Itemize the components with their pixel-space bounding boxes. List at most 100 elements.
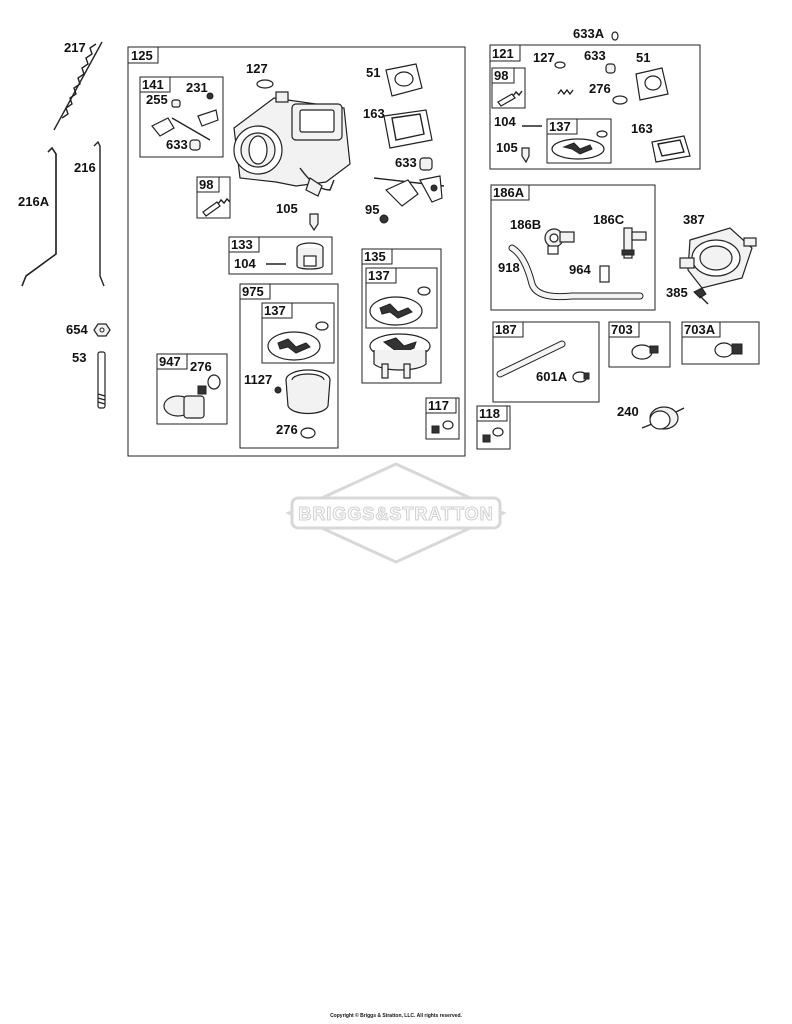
tag-137-b <box>261 302 293 319</box>
part-98-screw-spring <box>202 197 231 217</box>
tag-187 <box>492 321 524 338</box>
label-125: 125 <box>131 48 153 63</box>
part-654-nut <box>93 323 111 337</box>
label-703: 703 <box>611 322 633 337</box>
part-703A-clamp <box>714 342 743 358</box>
label-387: 387 <box>683 212 705 227</box>
label-186B: 186B <box>510 217 541 232</box>
part-975-bowl <box>285 369 331 415</box>
part-throttle-shaft-assembly <box>373 175 445 207</box>
label-105-b: 105 <box>496 140 518 155</box>
label-137-b: 137 <box>264 303 286 318</box>
label-133: 133 <box>231 237 253 252</box>
label-947: 947 <box>159 354 181 369</box>
group-133-box <box>228 236 333 275</box>
part-703-clamp <box>631 344 659 360</box>
part-633A-bushing <box>611 31 619 41</box>
group-187-box <box>492 321 600 403</box>
label-187: 187 <box>495 322 517 337</box>
tag-118 <box>476 405 508 422</box>
part-217-spring <box>53 41 103 131</box>
part-276-oring <box>300 427 316 439</box>
part-240-fuel-filter <box>641 406 685 430</box>
label-601A: 601A <box>536 369 568 384</box>
label-137-a: 137 <box>368 268 390 283</box>
label-964: 964 <box>569 262 591 277</box>
label-217: 217 <box>64 40 86 55</box>
label-163-b: 163 <box>631 121 653 136</box>
part-276-oring-c <box>612 95 628 105</box>
label-127-b: 127 <box>533 50 555 65</box>
part-121-spring <box>557 88 574 96</box>
group-137-box-a <box>365 267 438 329</box>
label-240: 240 <box>617 404 639 419</box>
part-1127-screw <box>274 386 282 394</box>
label-216: 216 <box>74 160 96 175</box>
part-135-bowl-assembly <box>369 333 431 379</box>
part-187-hose <box>496 340 566 378</box>
label-255: 255 <box>146 92 168 107</box>
label-918: 918 <box>498 260 520 275</box>
tag-135 <box>361 248 393 265</box>
part-633-bushing-c <box>605 63 616 74</box>
label-186C: 186C <box>593 212 625 227</box>
part-601A-clamp <box>572 371 590 383</box>
label-95: 95 <box>365 202 379 217</box>
part-137-gasket-c <box>551 130 608 160</box>
label-51-b: 51 <box>636 50 650 65</box>
part-186B-fitting <box>544 228 575 255</box>
label-1127: 1127 <box>244 372 272 387</box>
tag-975 <box>239 283 271 300</box>
briggs-stratton-watermark: BRIGGS&STRATTON <box>285 462 507 564</box>
label-141: 141 <box>142 77 164 92</box>
part-51-gasket-b <box>635 67 669 101</box>
group-137-box-b <box>261 302 335 364</box>
part-117-screw <box>431 420 454 434</box>
label-98: 98 <box>199 177 213 192</box>
part-216a-rod <box>21 146 57 287</box>
group-975-box <box>239 283 339 449</box>
part-118-screw <box>482 427 504 443</box>
group-141-box <box>139 76 224 158</box>
label-98-b: 98 <box>494 68 508 83</box>
tag-186A <box>490 184 530 201</box>
group-186A-box <box>490 184 656 311</box>
tag-137c <box>546 118 578 135</box>
watermark-text: BRIGGS&STRATTON <box>298 504 493 524</box>
label-276: 276 <box>276 422 298 437</box>
tag-947 <box>156 353 188 370</box>
label-186A: 186A <box>493 185 525 200</box>
part-387-fuel-pump <box>679 227 757 289</box>
label-127: 127 <box>246 61 268 76</box>
part-964-sleeve <box>599 265 610 283</box>
tag-133 <box>228 236 260 253</box>
label-703A: 703A <box>684 322 716 337</box>
tag-121 <box>489 44 521 62</box>
group-121-box <box>489 44 701 170</box>
group-137c-box <box>546 118 612 164</box>
tag-703 <box>608 321 640 338</box>
part-127-ring-b <box>554 61 566 69</box>
label-975: 975 <box>242 284 264 299</box>
part-137-gasket-a <box>369 286 431 326</box>
part-51-gasket <box>385 63 423 97</box>
copyright-footer: Copyright © Briggs & Stratton, LLC. All … <box>330 1013 462 1019</box>
tag-125 <box>127 46 159 64</box>
part-186C-fitting <box>621 227 647 259</box>
part-105-needle-b <box>521 147 530 164</box>
part-385-screw <box>693 287 709 305</box>
label-163: 163 <box>363 106 385 121</box>
tag-703A <box>681 321 721 338</box>
label-118: 118 <box>479 406 500 421</box>
label-137-c: 137 <box>549 119 571 134</box>
part-163-gasket-b <box>651 135 691 163</box>
part-133-float <box>266 242 324 270</box>
label-633: 633 <box>395 155 417 170</box>
part-633-bushing <box>419 157 433 171</box>
label-105: 105 <box>276 201 298 216</box>
part-95-screw <box>379 214 389 224</box>
label-216a: 216A <box>18 194 50 209</box>
label-53: 53 <box>72 350 86 365</box>
part-137-gasket-b <box>267 321 329 361</box>
part-216-rod <box>93 140 105 287</box>
